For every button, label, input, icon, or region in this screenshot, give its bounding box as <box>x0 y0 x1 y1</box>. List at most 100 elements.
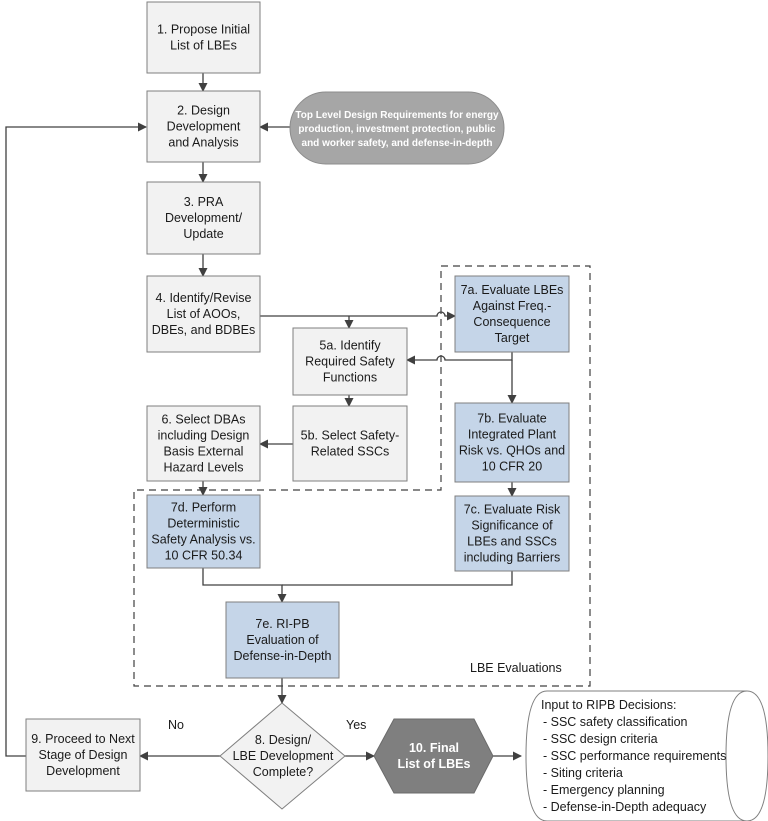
ripb-item: - Defense-in-Depth adequacy <box>543 800 707 814</box>
label-line: Complete? <box>253 765 313 779</box>
step-7e-label: 7e. RI-PB Evaluation of Defense-in-Depth <box>234 617 332 663</box>
step-5b-label: 5b. Select Safety- Related SSCs <box>301 429 400 459</box>
label-line: Required Safety <box>305 355 395 369</box>
label-line: Top Level Design Requirements for energy <box>295 110 499 121</box>
step-3-label: 3. PRA Development/Update <box>165 195 243 241</box>
label-line: Evaluation of <box>246 633 319 647</box>
label-line: Deterministic <box>167 517 239 531</box>
label-line: production, investment protection, publi… <box>298 124 496 135</box>
label-line: including Design <box>158 429 250 443</box>
label-line: Development <box>46 764 120 778</box>
step-7e-box: 7e. RI-PB Evaluation of Defense-in-Depth <box>225 601 340 679</box>
label-line: 7b. Evaluate <box>477 412 547 426</box>
label-line: 7d. Perform <box>171 501 236 515</box>
label-line: Hazard Levels <box>164 461 244 475</box>
label-line: Defense-in-Depth <box>234 649 332 663</box>
label-line: LBEs and SSCs <box>467 535 557 549</box>
arrow-9-to-2 <box>5 122 147 757</box>
label-line: 8. Design/ <box>255 733 312 747</box>
label-line: Update <box>183 227 223 241</box>
label-line: and Analysis <box>168 136 238 150</box>
ripb-item: - Emergency planning <box>543 783 665 797</box>
label-line: 3. PRA <box>184 195 224 209</box>
step-5b-box: 5b. Select Safety- Related SSCs <box>292 405 408 482</box>
ripb-title: Input to RIPB Decisions: <box>541 698 676 712</box>
label-line: Development <box>167 120 241 134</box>
label-line: DBEs, and BDBEs <box>152 323 256 337</box>
label-line: 6. Select DBAs <box>161 413 245 427</box>
label-line: Safety Analysis vs. <box>151 533 255 547</box>
label-line: 9. Proceed to Next <box>31 732 135 746</box>
label-line: Consequence <box>473 315 550 329</box>
label-line: 7e. RI-PB <box>255 617 309 631</box>
ripb-item: - SSC design criteria <box>543 732 658 746</box>
label-line: 7c. Evaluate Risk <box>464 503 561 517</box>
line-7c-to-merge <box>282 571 513 586</box>
arrow-4-to-7a <box>260 311 456 321</box>
lbe-evaluations-boundary <box>133 265 591 687</box>
label-line: Functions <box>323 371 377 385</box>
label-line: 10. Final <box>409 741 459 755</box>
ripb-item: - SSC safety classification <box>543 715 688 729</box>
label-line: including Barriers <box>464 551 561 565</box>
label-line: 10 CFR 50.34 <box>165 549 243 563</box>
label-line: Integrated Plant <box>468 428 557 442</box>
label-line: 2. Design <box>177 104 230 118</box>
label-line: Related SSCs <box>311 445 390 459</box>
ripb-decisions-cylinder: Input to RIPB Decisions: - SSC safety cl… <box>525 690 768 821</box>
top-level-requirements-label: Top Level Design Requirements for energy… <box>295 110 499 149</box>
label-line: and worker safety, and defense-in-depth <box>302 138 493 149</box>
ripb-item: - SSC performance requirements <box>543 749 726 763</box>
no-label: No <box>168 718 184 732</box>
label-line: List of LBEs <box>170 39 237 53</box>
label-line: 5a. Identify <box>319 339 381 353</box>
label-line: LBE Development <box>233 749 334 763</box>
label-line: Basis External <box>164 445 244 459</box>
top-level-requirements-oval: Top Level Design Requirements for energy… <box>289 91 505 165</box>
label-line: 10 CFR 20 <box>482 460 542 474</box>
label-line: List of LBEs <box>398 757 471 771</box>
arrow-7d-to-7e <box>202 568 287 603</box>
label-line: List of AOOs, <box>167 307 241 321</box>
label-line: Significance of <box>471 519 553 533</box>
connectors <box>5 73 522 761</box>
label-line: 7a. Evaluate LBEs <box>461 283 564 297</box>
ripb-item: - Siting criteria <box>543 766 623 780</box>
label-line: Against Freq.- <box>473 299 552 313</box>
lbe-evaluations-label: LBE Evaluations <box>470 661 562 675</box>
label-line: Stage of Design <box>39 748 128 762</box>
arrow-7a-to-5a <box>406 352 513 365</box>
step-3-box: 3. PRA Development/Update <box>146 181 261 255</box>
label-line: 1. Propose Initial <box>157 23 250 37</box>
label-line: 5b. Select Safety- <box>301 429 400 443</box>
yes-label: Yes <box>346 718 366 732</box>
label-line: Target <box>495 331 530 345</box>
label-line: Risk vs. QHOs and <box>459 444 565 458</box>
label-line: Development/ <box>165 211 243 225</box>
